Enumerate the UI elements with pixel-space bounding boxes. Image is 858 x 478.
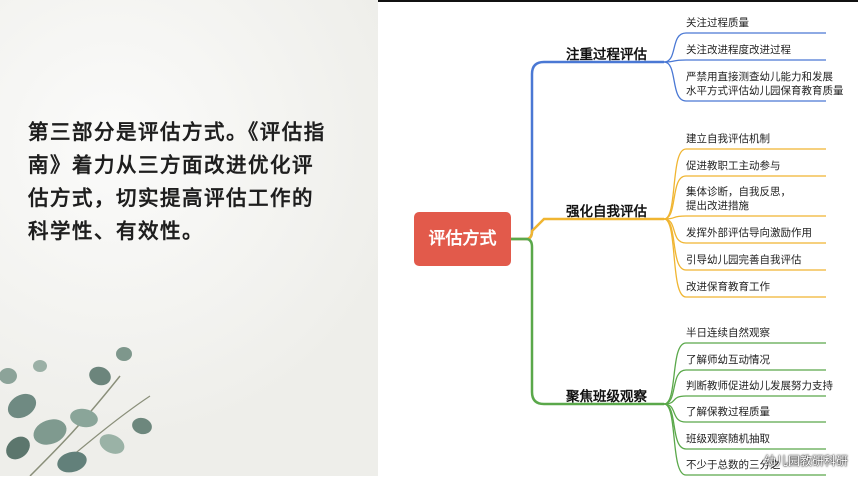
leaf-item[interactable]: 引导幼儿园完善自我评估 [686, 254, 802, 266]
left-panel: 第三部分是评估方式。《评估指南》着力从三方面改进优化评估方式，切实提高评估工作的… [0, 0, 378, 476]
leaf-item[interactable]: 半日连续自然观察 [686, 327, 770, 339]
leaf-item[interactable]: 发挥外部评估导向激励作用 [686, 227, 812, 239]
leaf-item[interactable]: 关注过程质量 [686, 17, 749, 29]
leaf-connector [663, 218, 826, 298]
branch-label[interactable]: 注重过程评估 [566, 47, 647, 63]
leaf-item[interactable]: 关注改进程度改进过程 [686, 44, 791, 56]
leaf-item[interactable]: 建立自我评估机制 [686, 133, 770, 145]
branch-connector [511, 237, 664, 406]
branch-label[interactable]: 强化自我评估 [566, 204, 647, 220]
branch-connector [511, 217, 664, 241]
intro-paragraph: 第三部分是评估方式。《评估指南》着力从三方面改进优化评估方式，切实提高评估工作的… [28, 120, 326, 243]
leaf-item[interactable]: 判断教师促进幼儿发展努力支持 [686, 380, 833, 392]
leaf-connector [663, 215, 826, 220]
leaf-connector [663, 403, 826, 476]
leaf-item[interactable]: 严禁用直接测查幼儿能力和发展 水平方式评估幼儿园保育教育质量 [686, 71, 844, 97]
leaf-item[interactable]: 改进保育教育工作 [686, 281, 770, 293]
leaf-item[interactable]: 集体诊断，自我反思， 提出改进措施 [686, 186, 791, 212]
mindmap-root-node[interactable]: 评估方式 [414, 212, 511, 266]
eucalyptus-leaves-decoration [0, 347, 152, 476]
leaf-connector [663, 61, 826, 102]
leaf-connector [663, 342, 826, 405]
leaf-connector [663, 148, 826, 220]
watermark-text: 幼儿园教研科研 [764, 454, 849, 468]
leaf-item[interactable]: 促进教职工主动参与 [686, 160, 781, 172]
leaf-item[interactable]: 了解师幼互动情况 [686, 354, 770, 366]
branch-label[interactable]: 聚焦班级观察 [566, 389, 647, 405]
leaf-item[interactable]: 不少于总数的三分之 [686, 459, 781, 471]
leaf-connector [663, 369, 826, 405]
leaf-item[interactable]: 班级观察随机抽取 [686, 433, 770, 445]
leaf-item[interactable]: 了解保教过程质量 [686, 406, 770, 418]
leaf-connector [663, 175, 826, 220]
leaf-connector [663, 32, 826, 63]
leaf-connector [663, 395, 826, 405]
leaf-connector [663, 59, 826, 63]
